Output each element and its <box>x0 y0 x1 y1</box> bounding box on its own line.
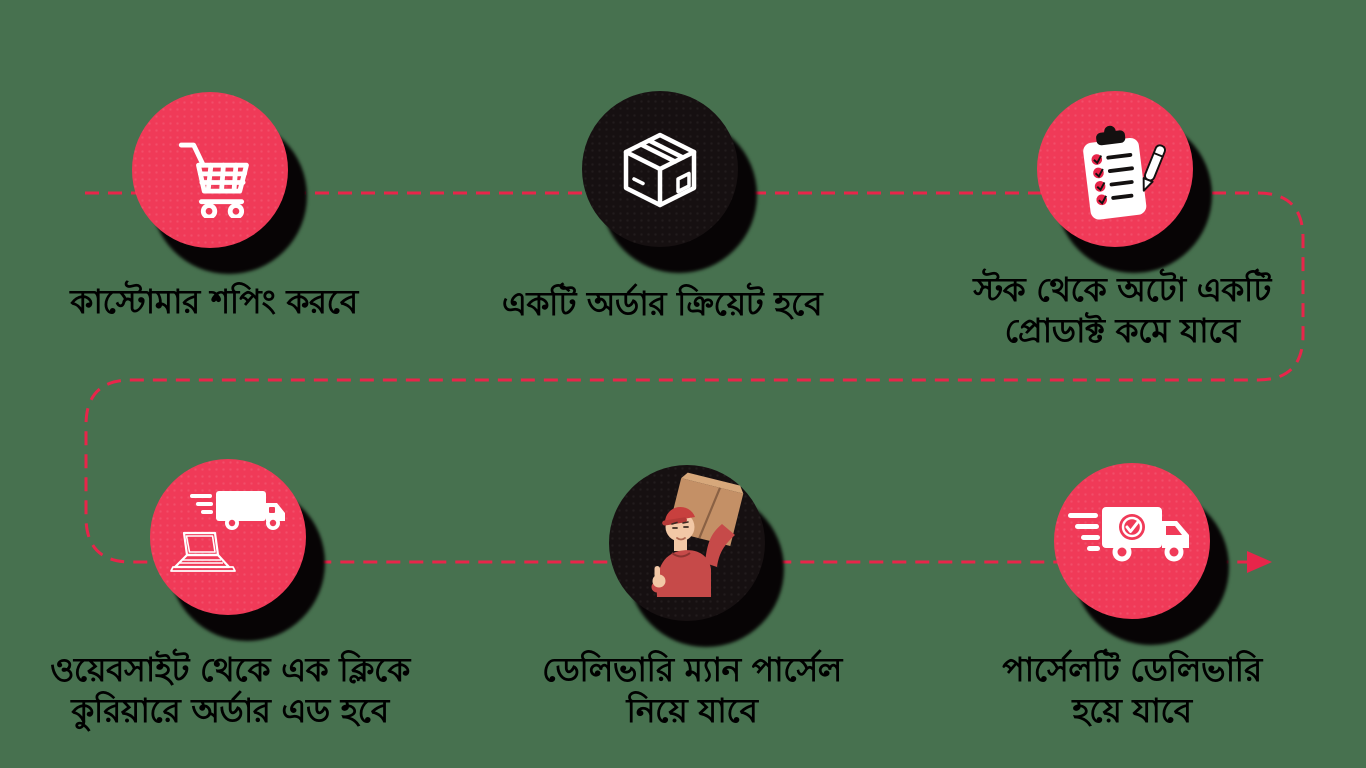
label-line: প্রোডাক্ট কমে যাবে <box>1004 311 1240 350</box>
step-3-node <box>1037 91 1212 273</box>
step-1-circle <box>132 92 288 248</box>
step-2-node <box>582 91 757 273</box>
label-line: পার্সেলটি ডেলিভারি <box>1002 650 1262 689</box>
step-5-circle <box>609 465 765 621</box>
step-3-circle <box>1037 91 1193 247</box>
step-3-label: স্টক থেকে অটো একটি প্রোডাক্ট কমে যাবে <box>892 269 1352 351</box>
package-box-icon <box>623 132 697 208</box>
step-4-label: ওয়েবসাইট থেকে এক ক্লিকে কুরিয়ারে অর্ডা… <box>0 649 460 731</box>
laptop-icon <box>170 531 236 572</box>
arrowhead-icon <box>1247 551 1272 573</box>
step-6-circle <box>1054 463 1210 619</box>
label-line: কুরিয়ারে অর্ডার এড হবে <box>71 691 389 730</box>
step-4-circle <box>150 459 306 615</box>
step-1-node <box>132 92 307 274</box>
dashed-path <box>84 191 1305 564</box>
label-line: কাস্টোমার শপিং করবে <box>70 282 358 321</box>
step-1-label: কাস্টোমার শপিং করবে <box>0 281 444 322</box>
step-2-circle <box>582 91 738 247</box>
step-6-node <box>1054 463 1229 645</box>
delivery-truck-check-icon <box>1068 507 1189 562</box>
step-5-node <box>609 465 784 647</box>
label-line: হয়ে যাবে <box>1072 691 1192 730</box>
step-6-label: পার্সেলটি ডেলিভারি হয়ে যাবে <box>902 649 1362 731</box>
label-line: ওয়েবসাইট থেকে এক ক্লিকে <box>50 650 410 689</box>
shopping-cart-icon <box>178 142 249 218</box>
label-line: একটি অর্ডার ক্রিয়েট হবে <box>501 284 823 323</box>
step-2-label: একটি অর্ডার ক্রিয়েট হবে <box>432 283 892 324</box>
laptop-and-speeding-truck-icon <box>170 491 285 572</box>
delivery-man-with-parcel-icon <box>651 472 744 597</box>
step-4-node <box>150 459 325 641</box>
speeding-truck-icon <box>190 491 285 530</box>
step-5-label: ডেলিভারি ম্যান পার্সেল নিয়ে যাবে <box>462 649 922 731</box>
label-line: ডেলিভারি ম্যান পার্সেল <box>542 650 842 689</box>
pen-icon <box>1142 144 1167 192</box>
label-line: স্টক থেকে অটো একটি <box>973 270 1271 309</box>
checklist-clipboard-icon <box>1083 125 1167 220</box>
label-line: নিয়ে যাবে <box>626 691 758 730</box>
